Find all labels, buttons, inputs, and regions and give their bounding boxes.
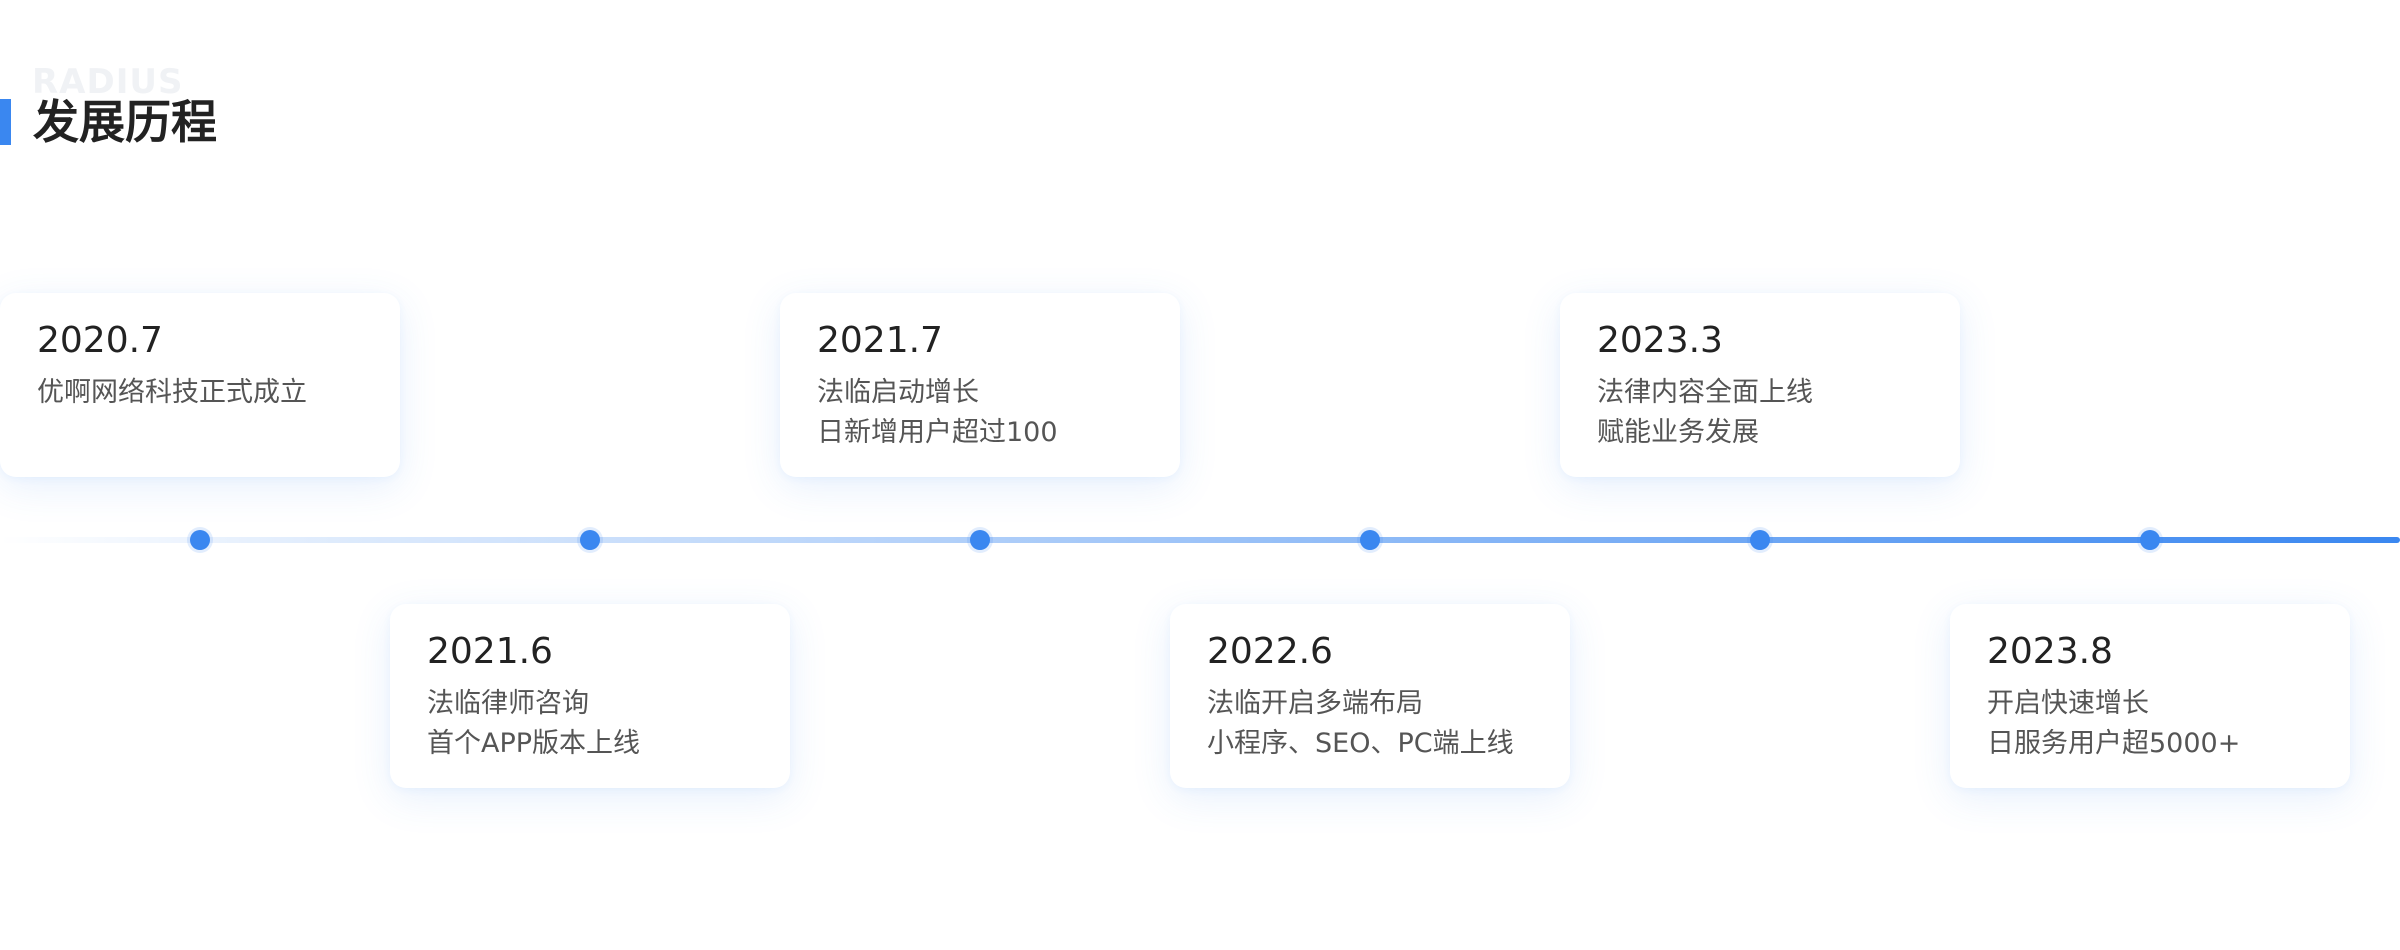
milestone-desc-line: 法临律师咨询: [427, 688, 589, 719]
milestone-date: 2021.7: [817, 320, 943, 361]
timeline-dot-5: [1750, 530, 1770, 550]
timeline-dot-1: [190, 530, 210, 550]
milestone-date: 2021.6: [427, 631, 553, 672]
milestone-desc-line: 小程序、SEO、PC端上线: [1207, 728, 1514, 759]
milestone-date: 2020.7: [37, 320, 163, 361]
page-title: 发展历程: [33, 95, 217, 149]
milestone-date: 2023.3: [1597, 320, 1723, 361]
milestone-card-2020-7: 2020.7 优啊网络科技正式成立: [0, 293, 400, 477]
milestone-desc-line: 优啊网络科技正式成立: [37, 377, 307, 408]
milestone-desc-line: 日新增用户超过100: [817, 417, 1058, 448]
milestone-card-2021-7: 2021.7 法临启动增长 日新增用户超过100: [780, 293, 1180, 477]
milestone-desc-line: 法临开启多端布局: [1207, 688, 1423, 719]
milestone-desc-line: 赋能业务发展: [1597, 417, 1759, 448]
milestone-date: 2022.6: [1207, 631, 1333, 672]
timeline-dot-4: [1360, 530, 1380, 550]
milestone-desc-line: 首个APP版本上线: [427, 728, 641, 759]
timeline-dot-2: [580, 530, 600, 550]
timeline-dot-6: [2140, 530, 2160, 550]
milestone-card-2022-6: 2022.6 法临开启多端布局 小程序、SEO、PC端上线: [1170, 604, 1570, 788]
title-accent-bar: [0, 99, 11, 145]
milestone-desc-line: 法临启动增长: [817, 377, 979, 408]
milestone-card-2021-6: 2021.6 法临律师咨询 首个APP版本上线: [390, 604, 790, 788]
milestone-date: 2023.8: [1987, 631, 2113, 672]
milestone-desc-line: 开启快速增长: [1987, 688, 2149, 719]
header-watermark: RADIUS: [32, 62, 184, 102]
timeline-axis: [0, 537, 2400, 543]
timeline-dot-3: [970, 530, 990, 550]
milestone-desc-line: 法律内容全面上线: [1597, 377, 1813, 408]
milestone-desc-line: 日服务用户超5000+: [1987, 728, 2241, 759]
milestone-card-2023-8: 2023.8 开启快速增长 日服务用户超5000+: [1950, 604, 2350, 788]
milestone-card-2023-3: 2023.3 法律内容全面上线 赋能业务发展: [1560, 293, 1960, 477]
